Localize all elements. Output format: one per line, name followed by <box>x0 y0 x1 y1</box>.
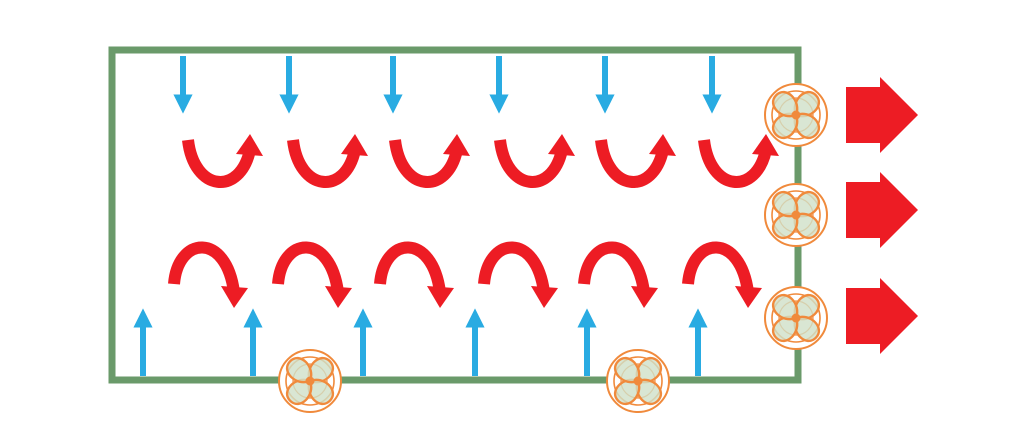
block-arrow-right-icon <box>846 278 918 354</box>
block-arrow-right-icon <box>846 77 918 153</box>
curl-arrow-up-icon <box>287 134 368 188</box>
curl-arrow-up-icon <box>389 134 470 188</box>
curl-arrow-down-icon <box>478 241 558 308</box>
fan-icon <box>606 349 670 413</box>
curl-arrow-down-icon <box>578 241 658 308</box>
curl-arrow-down-icon <box>682 241 762 308</box>
curl-arrow-down-icon <box>168 241 248 308</box>
curl-arrow-up-icon <box>494 134 575 188</box>
curl-arrow-down-icon <box>272 241 352 308</box>
block-arrow-right-icon <box>846 172 918 248</box>
fan-icon <box>764 286 828 350</box>
curl-arrow-down-icon <box>374 241 454 308</box>
fan-icon <box>764 183 828 247</box>
fan-icon <box>764 83 828 147</box>
fan-icon <box>278 349 342 413</box>
curl-arrow-up-icon <box>182 134 263 188</box>
curl-arrow-up-icon <box>595 134 676 188</box>
curl-arrow-up-icon <box>698 134 779 188</box>
